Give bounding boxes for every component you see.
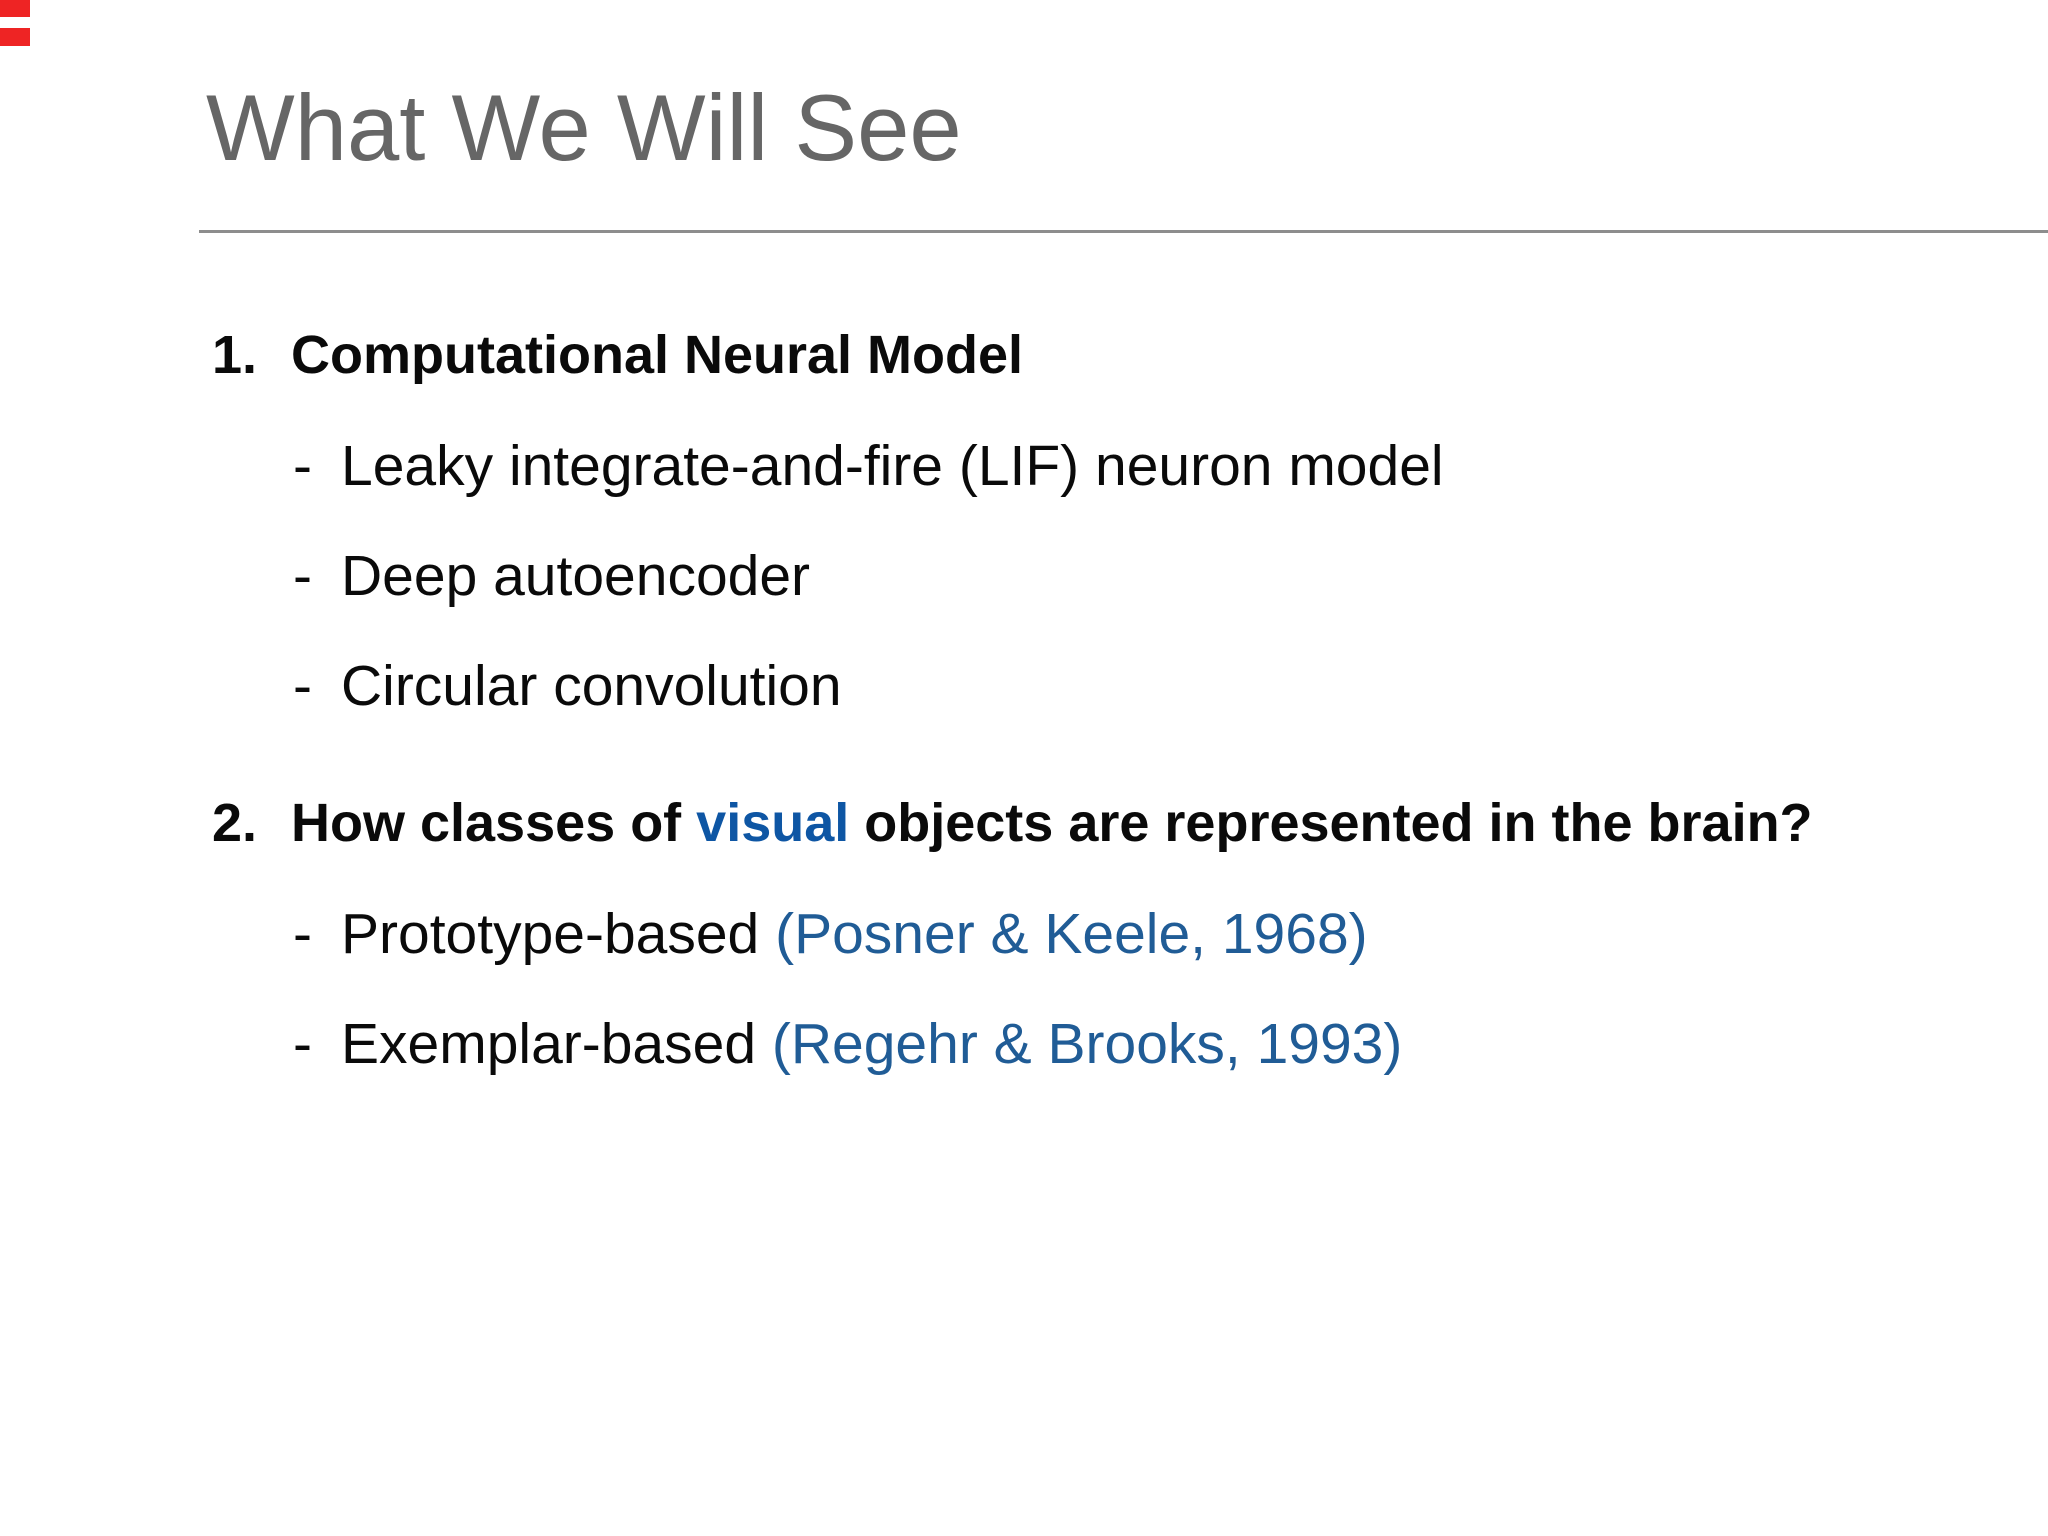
bullet-label: Exemplar-based — [341, 1012, 772, 1076]
highlight-visual: visual — [696, 793, 850, 853]
bullet-text: Prototype-based (Posner & Keele, 1968) — [341, 902, 1368, 966]
bullet-dash: - — [293, 544, 312, 608]
bullet-deep-autoencoder: -Deep autoencoder — [293, 548, 810, 605]
section-2-number: 2. — [212, 793, 258, 853]
red-marker-bottom — [0, 28, 30, 46]
bullet-prototype-based: -Prototype-based (Posner & Keele, 1968) — [293, 906, 1368, 963]
heading-text-after: objects are represented in the brain? — [849, 793, 1813, 853]
heading-text-before: How classes of — [291, 793, 697, 853]
slide-title: What We Will See — [206, 75, 962, 180]
bullet-text: Exemplar-based (Regehr & Brooks, 1993) — [341, 1012, 1402, 1076]
section-1-heading-row: 1. Computational Neural Model — [212, 328, 1023, 382]
bullet-text: Circular convolution — [341, 654, 842, 718]
bullet-circular-convolution: -Circular convolution — [293, 658, 842, 715]
bullet-dash: - — [293, 654, 312, 718]
citation-regehr-brooks: (Regehr & Brooks, 1993) — [771, 1012, 1403, 1076]
bullet-dash: - — [293, 434, 312, 498]
bullet-text: Deep autoencoder — [341, 544, 811, 608]
bullet-dash: - — [293, 1012, 312, 1076]
citation-posner-keele: (Posner & Keele, 1968) — [775, 902, 1368, 966]
bullet-lif-neuron: -Leaky integrate-and-fire (LIF) neuron m… — [293, 438, 1444, 495]
section-1-number: 1. — [212, 325, 258, 385]
title-divider — [199, 230, 2048, 233]
section-1-heading: Computational Neural Model — [291, 325, 1024, 385]
section-2-heading-row: 2. How classes of visual objects are repr… — [212, 796, 1813, 850]
bullet-exemplar-based: -Exemplar-based (Regehr & Brooks, 1993) — [293, 1016, 1402, 1073]
bullet-text: Leaky integrate-and-fire (LIF) neuron mo… — [341, 434, 1444, 498]
red-marker-top — [0, 0, 30, 17]
section-2-heading: How classes of visual objects are repres… — [291, 793, 1813, 853]
bullet-label: Prototype-based — [341, 902, 776, 966]
bullet-dash: - — [293, 902, 312, 966]
